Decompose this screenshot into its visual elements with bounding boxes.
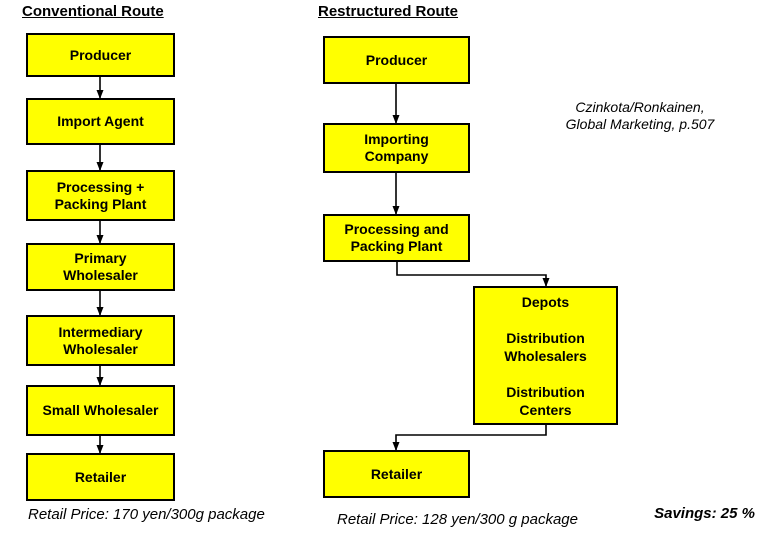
node-conventional-retailer: Retailer <box>26 453 175 501</box>
node-label-line: Intermediary <box>58 323 143 340</box>
node-conventional-intermediary-wholesaler: Intermediary Wholesaler <box>26 315 175 366</box>
conventional-route-title: Conventional Route <box>22 3 164 20</box>
node-label-line: Importing <box>364 131 429 147</box>
citation: Czinkota/Ronkainen, Global Marketing, p.… <box>530 99 750 133</box>
node-label-line: Distribution <box>506 329 585 346</box>
node-label-line: Retailer <box>370 465 423 482</box>
node-label-line: Packing Plant <box>350 238 443 254</box>
node-restructured-retailer: Retailer <box>323 450 470 498</box>
node-label-line: Depots <box>521 293 570 310</box>
savings-note: Savings: 25 % <box>654 505 755 522</box>
node-restructured-producer: Producer <box>323 36 470 84</box>
node-restructured-importing-company: Importing Company <box>323 123 470 173</box>
node-label-line: Packing Plant <box>54 195 147 212</box>
node-label-line: Wholesaler <box>63 267 138 283</box>
node-label-line: Primary <box>74 250 127 266</box>
restructured-retail-price: Retail Price: 128 yen/300 g package <box>337 511 578 528</box>
node-restructured-depots-distribution: Depots Distribution Wholesalers Distribu… <box>473 286 618 425</box>
node-label-line: Wholesaler <box>63 340 138 357</box>
node-conventional-primary-wholesaler: Primary Wholesaler <box>26 243 175 291</box>
node-conventional-small-wholesaler: Small Wholesaler <box>26 385 175 436</box>
node-label-line <box>475 311 616 329</box>
node-label-line: Wholesalers <box>504 347 587 364</box>
node-conventional-import-agent: Import Agent <box>26 98 175 145</box>
node-label-line: Producer <box>365 51 428 68</box>
node-label-line: Centers <box>519 401 572 418</box>
node-restructured-processing-packing-plant: Processing and Packing Plant <box>323 214 470 262</box>
node-conventional-processing-packing-plant: Processing + Packing Plant <box>26 170 175 221</box>
citation-line-2: Global Marketing, p.507 <box>565 116 715 132</box>
node-label-line <box>475 365 616 383</box>
node-label-line: Small Wholesaler <box>42 402 159 418</box>
node-conventional-producer: Producer <box>26 33 175 77</box>
restructured-route-title: Restructured Route <box>318 3 459 20</box>
node-label-line: Retailer <box>74 468 127 485</box>
node-label-line: Distribution <box>506 383 585 400</box>
node-label-line: Import Agent <box>57 113 144 129</box>
node-label-line: Producer <box>69 46 132 63</box>
conventional-retail-price: Retail Price: 170 yen/300g package <box>28 506 265 523</box>
node-label-line: Processing + <box>56 178 145 195</box>
node-label-line: Company <box>364 148 429 164</box>
citation-line-1: Czinkota/Ronkainen, <box>575 99 705 115</box>
node-label-line: Processing and <box>344 221 449 237</box>
